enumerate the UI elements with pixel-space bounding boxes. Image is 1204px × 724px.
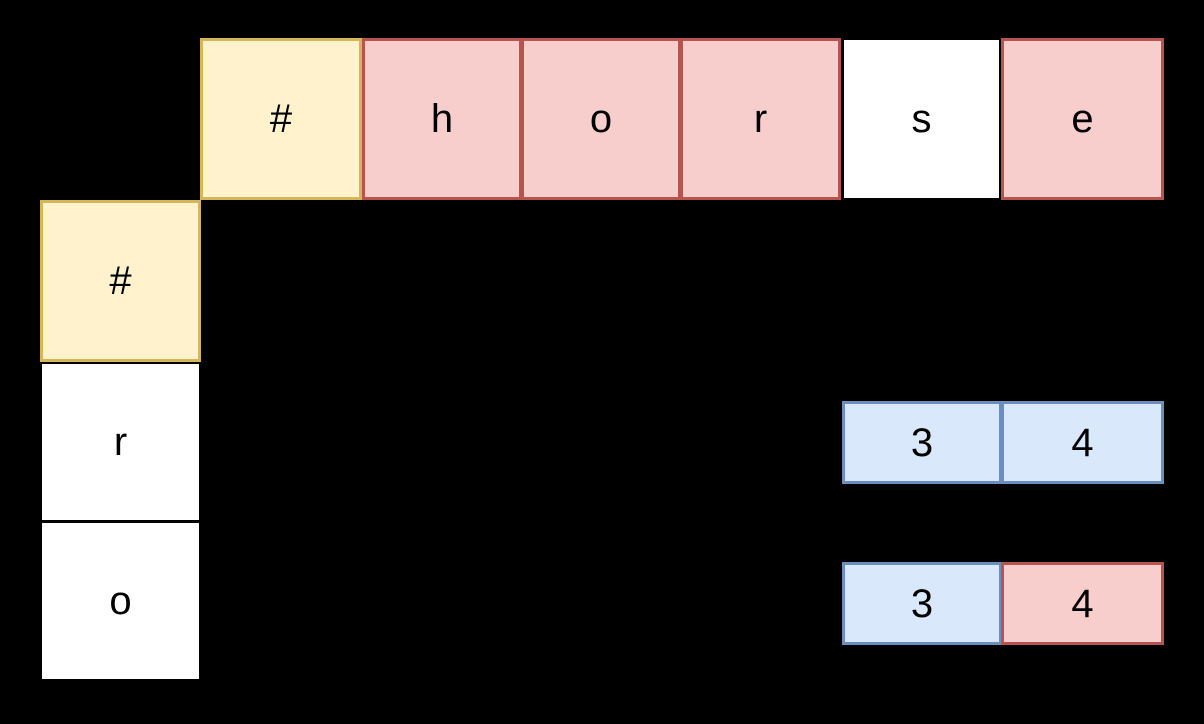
value-cell-label-1: 4 <box>1071 420 1094 465</box>
column-header-cell-label-4: s <box>911 97 932 141</box>
column-header-cell-1: h <box>362 38 522 200</box>
value-cell-label-2: 3 <box>910 581 934 626</box>
row-header-cell-2: o <box>40 521 201 681</box>
column-header-cell-label-1: h <box>430 97 454 141</box>
row-header-cell-label-0: # <box>109 259 132 303</box>
value-cell-label-3: 4 <box>1071 581 1094 626</box>
value-cell-0: 3 <box>842 401 1002 484</box>
column-header-cell-label-3: r <box>753 97 768 141</box>
column-header-cell-label-0: # <box>269 97 293 141</box>
column-header-cell-0: # <box>200 38 362 200</box>
value-cell-3: 4 <box>1001 562 1164 645</box>
value-cell-label-0: 3 <box>910 420 934 465</box>
column-header-cell-5: e <box>1001 38 1164 200</box>
column-header-cell-label-2: o <box>589 97 613 141</box>
row-header-cell-label-2: o <box>109 579 132 623</box>
column-header-cell-2: o <box>521 38 681 200</box>
row-header-cell-label-1: r <box>113 420 128 464</box>
column-header-cell-label-5: e <box>1071 97 1094 141</box>
value-cell-2: 3 <box>842 562 1002 645</box>
row-header-cell-0: # <box>40 200 201 362</box>
column-header-cell-3: r <box>680 38 841 200</box>
value-cell-1: 4 <box>1001 401 1164 484</box>
row-header-cell-1: r <box>40 362 201 522</box>
column-header-cell-4: s <box>842 38 1001 200</box>
